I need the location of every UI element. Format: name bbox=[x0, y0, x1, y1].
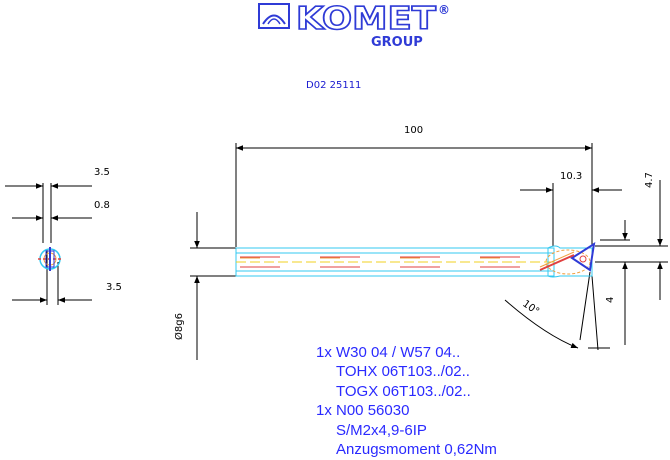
note-line-5: S/M2x4,9-6IP bbox=[336, 422, 427, 439]
part-number: D02 25111 bbox=[306, 80, 361, 91]
dim-side-bottom: 3.5 bbox=[106, 282, 122, 293]
dim-diameter: Ø8g6 bbox=[173, 313, 185, 340]
logo-name: KOMET bbox=[296, 1, 436, 37]
note-line-4: 1x N00 56030 bbox=[316, 402, 410, 419]
logo-registered-mark: ® bbox=[438, 3, 450, 17]
dim-width-bottom: 4 bbox=[605, 297, 616, 303]
note-line-6: Anzugsmoment 0,62Nm bbox=[336, 441, 497, 458]
side-view: 3.5 0.8 3.5 bbox=[5, 167, 122, 305]
dim-side-top: 3.5 bbox=[94, 167, 110, 178]
logo-emblem-icon bbox=[258, 3, 290, 29]
dim-side-mid: 0.8 bbox=[94, 200, 110, 211]
logo-group-label: GROUP bbox=[371, 35, 423, 50]
note-line-1: 1x W30 04 / W57 04.. bbox=[316, 344, 461, 361]
dim-height: 4.7 bbox=[644, 172, 655, 188]
note-line-3: TOGX 06T103../02.. bbox=[336, 383, 471, 400]
komet-logo: KOMET ® GROUP bbox=[258, 0, 450, 50]
dim-length: 100 bbox=[404, 125, 423, 136]
tool-main-view: 100 10.3 4.7 4 Ø8g6 10° bbox=[173, 125, 668, 360]
dim-offset: 10.3 bbox=[560, 171, 582, 182]
note-line-2: TOHX 06T103../02.. bbox=[336, 363, 470, 380]
